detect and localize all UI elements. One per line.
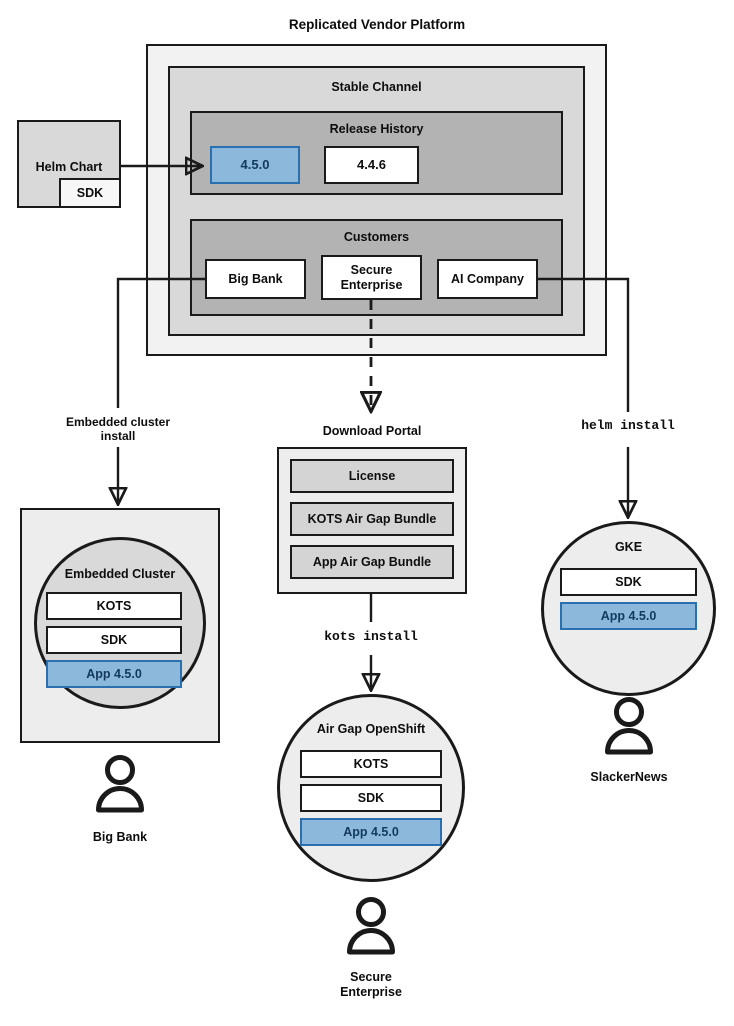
edge-label-kots-install: kots install	[324, 629, 418, 644]
release-4-5-0[interactable]: 4.5.0	[210, 146, 300, 184]
linux-vm-component-sdk: SDK	[46, 626, 182, 654]
edge-label-helm-install: helm install	[581, 418, 675, 433]
release-4-4-6[interactable]: 4.4.6	[324, 146, 419, 184]
edge-label-embedded-cluster-install: Embedded cluster install	[65, 415, 171, 444]
air-gap-openshift-title: Air Gap OpenShift	[316, 722, 426, 736]
gke-customer-label: SlackerNews	[590, 770, 668, 784]
customer-big-bank[interactable]: Big Bank	[205, 259, 306, 299]
air-gap-openshift-customer-label: Secure Enterprise	[340, 970, 402, 999]
air-gap-openshift-component-sdk: SDK	[300, 784, 442, 812]
embedded-cluster-title: Embedded Cluster	[64, 567, 176, 581]
stable-channel-title: Stable Channel	[331, 80, 422, 94]
download-portal-artifact-app-air-gap-bundle[interactable]: App Air Gap Bundle	[290, 545, 454, 579]
air-gap-openshift-component-app: App 4.5.0	[300, 818, 442, 846]
person-icon-secure-enterprise	[347, 897, 395, 955]
download-portal-title: Download Portal	[322, 424, 422, 438]
person-icon-big-bank	[96, 755, 144, 813]
customer-secure-enterprise[interactable]: Secure Enterprise	[321, 255, 422, 300]
gke-component-sdk: SDK	[560, 568, 697, 596]
person-icon-slackernews	[605, 697, 653, 755]
helm-chart-label: Helm Chart	[35, 160, 103, 174]
download-portal-artifact-license[interactable]: License	[290, 459, 454, 493]
linux-vm-component-app: App 4.5.0	[46, 660, 182, 688]
customers-title: Customers	[343, 230, 410, 244]
linux-vm-component-kots: KOTS	[46, 592, 182, 620]
gke-title: GKE	[614, 540, 643, 554]
linux-vm-customer-label: Big Bank	[92, 830, 148, 844]
air-gap-openshift-component-kots: KOTS	[300, 750, 442, 778]
helm-chart-sdk-box: SDK	[59, 178, 121, 208]
gke-component-app: App 4.5.0	[560, 602, 697, 630]
download-portal-artifact-kots-air-gap-bundle[interactable]: KOTS Air Gap Bundle	[290, 502, 454, 536]
release-history-title: Release History	[329, 122, 424, 136]
page-title: Replicated Vendor Platform	[288, 17, 466, 32]
customer-ai-company[interactable]: AI Company	[437, 259, 538, 299]
